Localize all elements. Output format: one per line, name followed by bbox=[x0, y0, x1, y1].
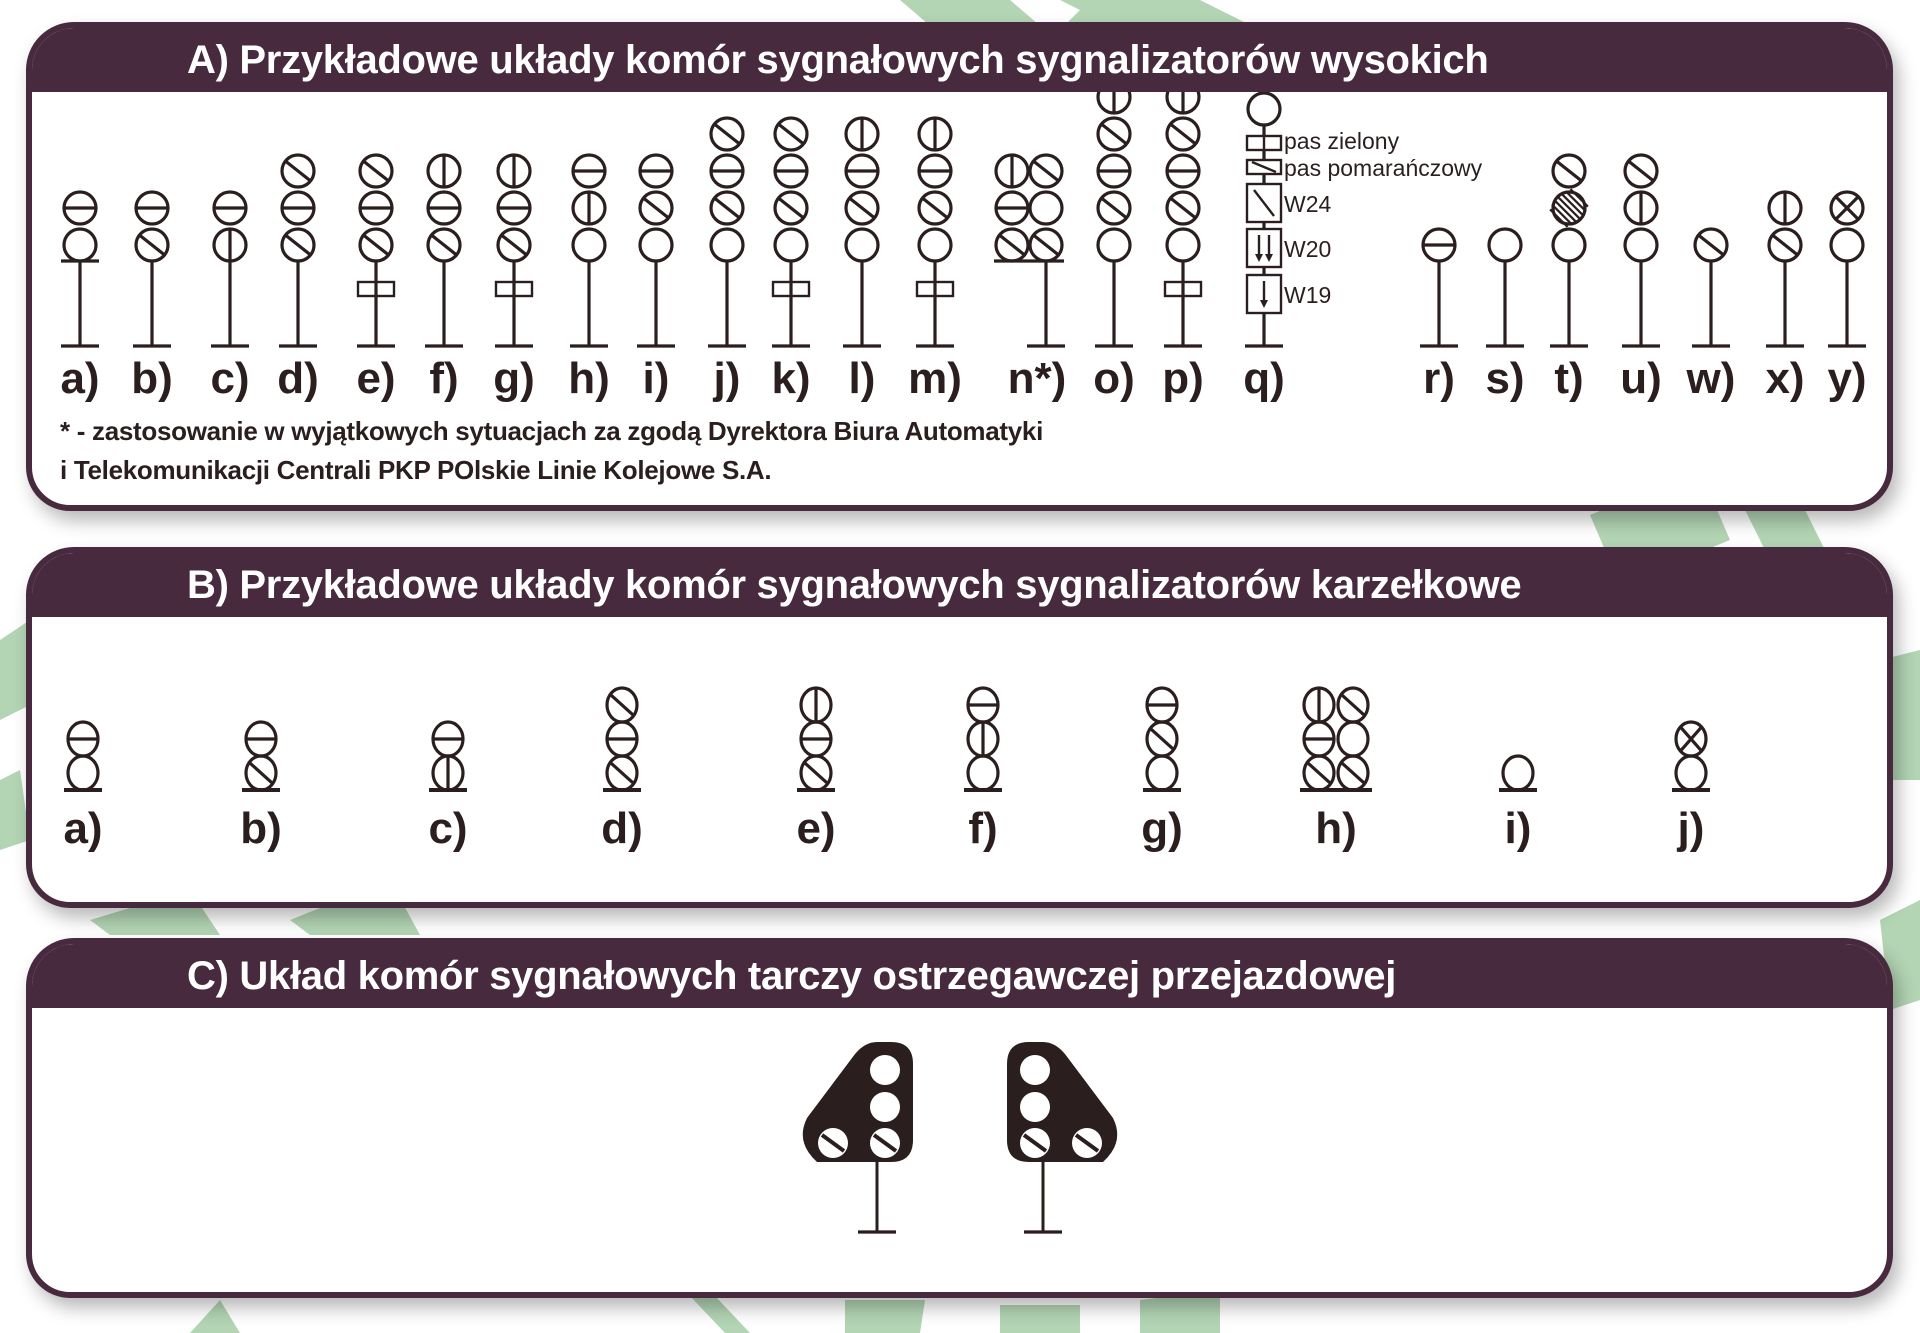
section-c-title: C) Układ komór sygnałowych tarczy ostrze… bbox=[32, 944, 1887, 1008]
signal-a-a bbox=[61, 190, 99, 348]
signal-label: d) bbox=[601, 804, 643, 853]
signal-a-x bbox=[1766, 190, 1804, 348]
section-b-panel: B) Przykładowe układy komór sygnałowych … bbox=[26, 547, 1893, 908]
signal-a-k bbox=[771, 116, 811, 348]
section-a-title: A) Przykładowe układy komór sygnałowych … bbox=[32, 28, 1887, 92]
section-c-signals-diagram bbox=[802, 1042, 1118, 1234]
signal-label: f) bbox=[968, 804, 997, 853]
section-a-footnote: * - zastosowanie w wyjątkowych sytuacjac… bbox=[60, 412, 1043, 490]
left-warning-disc bbox=[802, 1042, 913, 1234]
legend-w20: W20 bbox=[1284, 236, 1331, 262]
signal-b-g bbox=[1143, 686, 1181, 792]
section-c-body bbox=[32, 1008, 1887, 1292]
section-a-signals-diagram: a) b) c) d) e) f) g) h) i) j) k) l) m) n*) o) p) pas zie… bbox=[60, 92, 1867, 403]
signal-label: b) bbox=[240, 804, 282, 853]
signal-label: a) bbox=[60, 354, 99, 403]
signal-label: c) bbox=[210, 354, 249, 403]
signal-label: g) bbox=[493, 354, 535, 403]
signal-a-r bbox=[1420, 227, 1458, 348]
signal-a-b bbox=[133, 190, 171, 348]
signal-label: f) bbox=[429, 354, 458, 403]
signal-a-w bbox=[1692, 227, 1730, 348]
legend-pas_zielony: pas zielony bbox=[1284, 128, 1400, 154]
signal-label: p) bbox=[1162, 354, 1204, 403]
signal-a-l bbox=[843, 116, 881, 348]
footnote-line-2: i Telekomunikacji Centrali PKP POlskie L… bbox=[60, 455, 772, 485]
signal-b-i bbox=[1499, 754, 1537, 792]
section-a-panel: A) Przykładowe układy komór sygnałowych … bbox=[26, 22, 1893, 511]
signal-label: b) bbox=[131, 354, 173, 403]
signal-a-h bbox=[570, 153, 608, 348]
signal-b-b bbox=[242, 720, 280, 792]
signal-label: o) bbox=[1093, 354, 1135, 403]
signal-label: i) bbox=[1505, 804, 1532, 853]
signal-label: e) bbox=[356, 354, 395, 403]
signal-label: w) bbox=[1686, 354, 1736, 403]
signal-b-a bbox=[64, 720, 102, 792]
signal-b-h bbox=[1300, 686, 1372, 792]
section-b-title: B) Przykładowe układy komór sygnałowych … bbox=[32, 553, 1887, 617]
signal-b-f bbox=[964, 686, 1002, 792]
signal-a-u bbox=[1622, 153, 1660, 348]
signal-label: h) bbox=[1315, 804, 1357, 853]
signal-label: l) bbox=[849, 354, 876, 403]
signal-label: j) bbox=[1677, 804, 1705, 853]
signal-a-t bbox=[1549, 153, 1589, 348]
signal-a-p bbox=[1163, 92, 1203, 348]
right-warning-disc bbox=[1007, 1042, 1118, 1234]
signal-b-d bbox=[603, 686, 641, 792]
signal-label: i) bbox=[643, 354, 670, 403]
signal-label: y) bbox=[1827, 354, 1866, 403]
signal-label: h) bbox=[568, 354, 610, 403]
signal-label: d) bbox=[277, 354, 319, 403]
signal-label: g) bbox=[1141, 804, 1183, 853]
signal-label: c) bbox=[428, 804, 467, 853]
section-b-signals-diagram: a) b) c) d) e) f) g) h) i) j) bbox=[63, 686, 1710, 853]
footnote-line-1: * - zastosowanie w wyjątkowych sytuacjac… bbox=[60, 416, 1044, 446]
signal-a-s bbox=[1486, 227, 1524, 348]
signal-label: s) bbox=[1485, 354, 1524, 403]
signal-a-n bbox=[994, 153, 1065, 348]
signal-label: x) bbox=[1765, 354, 1804, 403]
signal-a-f bbox=[425, 153, 463, 348]
signal-label: m) bbox=[908, 354, 962, 403]
signal-a-g bbox=[494, 153, 534, 348]
signal-label: t) bbox=[1554, 354, 1583, 403]
signal-b-e bbox=[797, 686, 835, 792]
signal-b-c bbox=[429, 720, 467, 792]
signal-label: n*) bbox=[1008, 354, 1067, 403]
signal-a-m bbox=[915, 116, 955, 348]
signal-label: e) bbox=[796, 804, 835, 853]
legend-w19: W19 bbox=[1284, 282, 1331, 308]
signal-a-y bbox=[1828, 190, 1866, 348]
signal-a-j bbox=[708, 116, 746, 348]
section-a-body: a) b) c) d) e) f) g) h) i) j) k) l) m) n*) o) p) pas zie… bbox=[32, 92, 1887, 505]
signal-label: q) bbox=[1243, 354, 1285, 403]
signal-a-c bbox=[211, 190, 249, 348]
signal-label: j) bbox=[713, 354, 741, 403]
signal-a-e bbox=[356, 153, 396, 348]
section-b-body: a) b) c) d) e) f) g) h) i) j) bbox=[32, 617, 1887, 902]
signal-label: r) bbox=[1423, 354, 1455, 403]
signal-b-j bbox=[1672, 720, 1710, 792]
legend-w24: W24 bbox=[1284, 191, 1332, 217]
signal-a-i bbox=[637, 153, 675, 348]
legend-pas_pomaranczowy: pas pomarańczowy bbox=[1284, 155, 1483, 181]
signal-a-d bbox=[279, 153, 317, 348]
signal-label: k) bbox=[771, 354, 810, 403]
signal-label: u) bbox=[1620, 354, 1662, 403]
signal-a-o bbox=[1095, 92, 1133, 348]
signal-label: a) bbox=[63, 804, 102, 853]
section-c-panel: C) Układ komór sygnałowych tarczy ostrze… bbox=[26, 938, 1893, 1298]
